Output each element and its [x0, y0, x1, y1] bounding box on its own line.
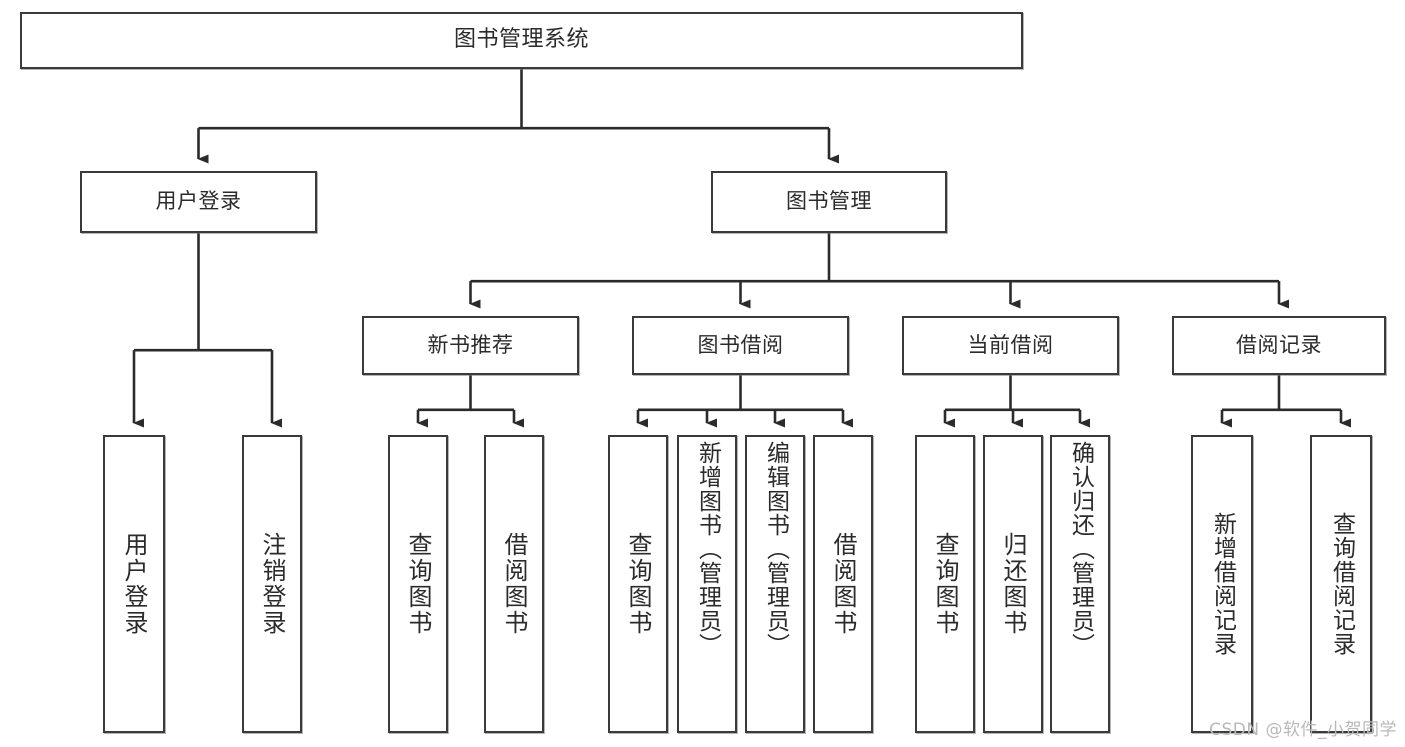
- node-records[interactable]: 借阅记录: [1172, 316, 1386, 375]
- node-root[interactable]: 图书管理系统: [20, 12, 1023, 69]
- csdn-watermark: CSDN @软件_小贺同学: [1209, 720, 1397, 740]
- node-label-borrow: 图书借阅: [697, 332, 784, 357]
- node-label-b-lend: 借阅图书: [829, 532, 857, 636]
- node-current[interactable]: 当前借阅: [902, 316, 1119, 375]
- node-label-c-confirm: 确认归还（管理员）: [1067, 441, 1094, 657]
- node-b-edit[interactable]: 编辑图书（管理员）: [745, 435, 805, 733]
- node-label-n-borrow: 借阅图书: [500, 532, 528, 636]
- node-l-login[interactable]: 用户登录: [103, 435, 165, 733]
- node-label-newrec: 新书推荐: [427, 332, 514, 357]
- node-label-current: 当前借阅: [967, 332, 1054, 357]
- node-b-lend[interactable]: 借阅图书: [813, 435, 873, 733]
- node-login[interactable]: 用户登录: [80, 171, 317, 233]
- node-c-return[interactable]: 归还图书: [983, 435, 1043, 733]
- node-c-confirm[interactable]: 确认归还（管理员）: [1050, 435, 1110, 733]
- node-label-n-query: 查询图书: [404, 532, 432, 636]
- node-c-query[interactable]: 查询图书: [915, 435, 975, 733]
- node-r-query[interactable]: 查询借阅记录: [1310, 435, 1372, 733]
- node-b-query[interactable]: 查询图书: [608, 435, 668, 733]
- node-newrec[interactable]: 新书推荐: [362, 316, 579, 375]
- node-label-c-return: 归还图书: [999, 532, 1027, 636]
- node-label-root: 图书管理系统: [453, 27, 589, 53]
- node-n-borrow[interactable]: 借阅图书: [484, 435, 544, 733]
- node-r-add[interactable]: 新增借阅记录: [1191, 435, 1253, 733]
- node-borrow[interactable]: 图书借阅: [632, 316, 849, 375]
- node-label-b-edit: 编辑图书（管理员）: [762, 441, 789, 657]
- node-label-b-query: 查询图书: [624, 532, 652, 636]
- node-n-query[interactable]: 查询图书: [388, 435, 448, 733]
- node-label-login: 用户登录: [155, 189, 242, 214]
- node-b-add[interactable]: 新增图书（管理员）: [677, 435, 737, 733]
- node-label-l-logout: 注销登录: [258, 532, 286, 636]
- node-label-c-query: 查询图书: [931, 532, 959, 636]
- node-label-b-add: 新增图书（管理员）: [694, 441, 721, 657]
- node-label-bookmgmt: 图书管理: [786, 189, 872, 214]
- node-label-r-add: 新增借阅记录: [1209, 512, 1236, 656]
- node-bookmgmt[interactable]: 图书管理: [711, 171, 947, 233]
- node-label-r-query: 查询借阅记录: [1328, 512, 1355, 656]
- node-label-records: 借阅记录: [1236, 332, 1322, 357]
- node-label-l-login: 用户登录: [120, 532, 148, 636]
- node-l-logout[interactable]: 注销登录: [242, 435, 302, 733]
